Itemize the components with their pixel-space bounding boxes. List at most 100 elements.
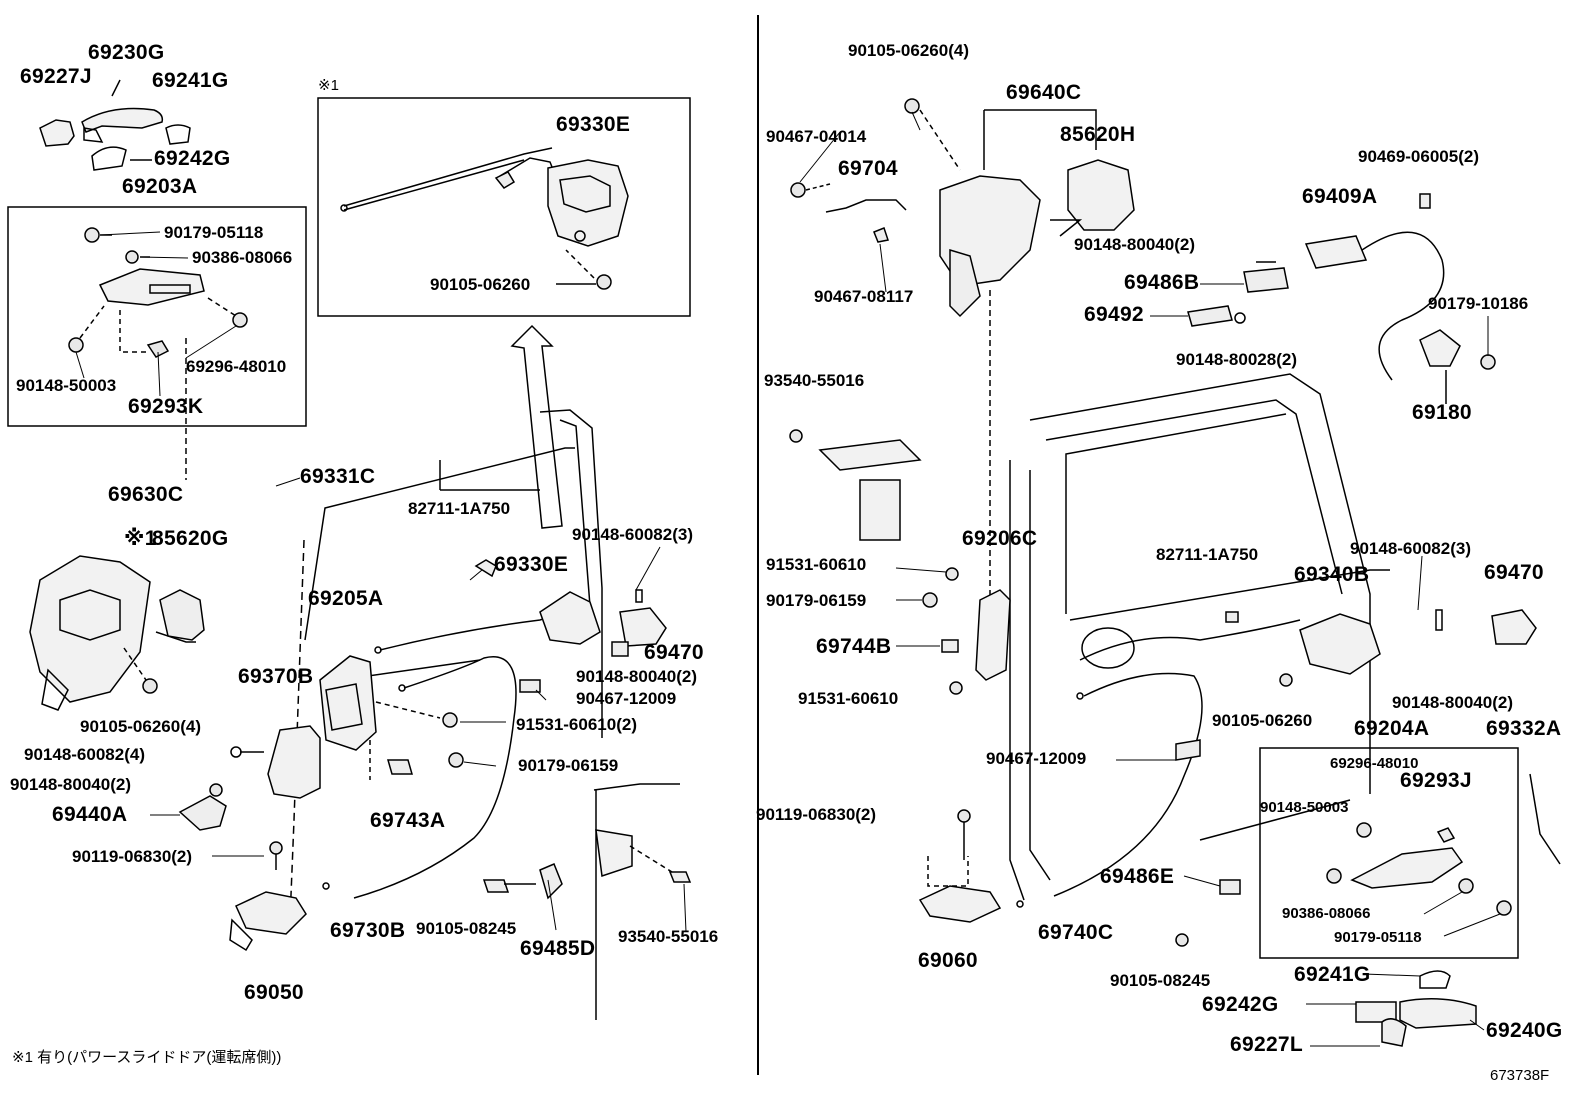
inset-box xyxy=(317,97,691,317)
label-69485d: 69485D xyxy=(520,937,596,960)
label-69332a: 69332A xyxy=(1486,717,1562,740)
label-90148-50003-right: 90148-50003 xyxy=(1260,799,1349,816)
label-69486e: 69486E xyxy=(1100,865,1175,888)
label-93540-55016-right: 93540-55016 xyxy=(764,371,865,390)
label-90119-06830-2-left: 90119-06830(2) xyxy=(72,847,193,866)
label-90148-80040-2-right: 90148-80040(2) xyxy=(1074,235,1195,254)
label-69370b: 69370B xyxy=(238,665,314,688)
label-69180: 69180 xyxy=(1412,401,1472,424)
label-69640c: 69640C xyxy=(1006,81,1082,104)
label-69492: 69492 xyxy=(1084,303,1144,326)
label-69050: 69050 xyxy=(244,981,304,1004)
label-91531-60610b-right: 91531-60610 xyxy=(798,689,899,708)
lock-69340b-right xyxy=(1016,609,1537,908)
label-90148-60082-3-left: 90148-60082(3) xyxy=(572,525,693,544)
label-69470-left: 69470 xyxy=(644,641,704,664)
outside-handle-parts-left xyxy=(39,79,191,171)
box-69203a xyxy=(7,206,307,427)
label-90386-08066-right: 90386-08066 xyxy=(1282,905,1371,922)
label-69203a: 69203A xyxy=(122,175,198,198)
label-69296-48010-right: 69296-48010 xyxy=(1330,755,1419,772)
inset-marker: ※1 xyxy=(318,77,339,94)
label-90148-50003: 90148-50003 xyxy=(16,376,117,395)
label-69743a: 69743A xyxy=(370,809,446,832)
label-69470-right: 69470 xyxy=(1484,561,1544,584)
label-69440a: 69440A xyxy=(52,803,128,826)
label-69296-48010: 69296-48010 xyxy=(186,357,287,376)
label-69293j: 69293J xyxy=(1400,769,1472,792)
label-93540-55016-left: 93540-55016 xyxy=(618,927,719,946)
label-69242g: 69242G xyxy=(154,147,231,170)
label-82711-1a750-left: 82711-1A750 xyxy=(408,499,511,518)
label-69630c: 69630C xyxy=(108,483,184,506)
label-69230g: 69230G xyxy=(88,41,165,64)
label-91531-60610-2: 91531-60610(2) xyxy=(516,715,637,734)
label-90179-06159-left: 90179-06159 xyxy=(518,756,619,775)
lower-latch-left xyxy=(229,841,692,952)
label-69227j: 69227J xyxy=(20,65,92,88)
leader-lines xyxy=(75,111,1501,1047)
label-90179-06159-right: 90179-06159 xyxy=(766,591,867,610)
arrow-up xyxy=(510,324,563,529)
label-69340b: 69340B xyxy=(1294,563,1370,586)
label-82711-1a750-right: 82711-1A750 xyxy=(1156,545,1259,564)
label-85620g: 85620G xyxy=(152,527,229,550)
label-85620h: 85620H xyxy=(1060,123,1136,146)
note-marker-left: ※1 xyxy=(124,527,157,550)
label-90179-05118: 90179-05118 xyxy=(164,223,264,242)
label-90148-80040-2-left: 90148-80040(2) xyxy=(10,775,131,794)
label-90105-06260-4-right: 90105-06260(4) xyxy=(848,41,969,60)
label-69409a: 69409A xyxy=(1302,185,1378,208)
footnote: ※1 有り(パワースライドドア(運転席側)) xyxy=(12,1049,282,1066)
label-90469-06005-2: 90469-06005(2) xyxy=(1358,147,1479,166)
latch-assembly-left xyxy=(29,555,205,711)
label-69486b: 69486B xyxy=(1124,271,1200,294)
label-69204a: 69204A xyxy=(1354,717,1430,740)
inside-handle-left xyxy=(68,227,248,480)
label-69241g-right: 69241G xyxy=(1294,963,1371,986)
lock-69330e-left xyxy=(474,559,667,693)
actuator-69409a xyxy=(1187,193,1496,404)
label-91531-60610-right: 91531-60610 xyxy=(766,555,867,574)
label-90105-06260-inset: 90105-06260 xyxy=(430,275,531,294)
label-90148-80040-2b-left: 90148-80040(2) xyxy=(576,667,697,686)
label-69330e-left: 69330E xyxy=(494,553,569,576)
label-69704: 69704 xyxy=(838,157,898,180)
label-90467-08117: 90467-08117 xyxy=(814,287,914,306)
rod-69704 xyxy=(790,182,907,243)
label-90467-12009-right: 90467-12009 xyxy=(986,749,1087,768)
label-69060: 69060 xyxy=(918,949,978,972)
label-90148-80028-2: 90148-80028(2) xyxy=(1176,350,1297,369)
door-frame-right xyxy=(789,373,1390,901)
label-69241g: 69241G xyxy=(152,69,229,92)
label-90148-60082-4: 90148-60082(4) xyxy=(24,745,145,764)
label-90105-08245-right: 90105-08245 xyxy=(1110,971,1211,990)
label-90179-10186: 90179-10186 xyxy=(1428,294,1529,313)
label-90105-06260-right: 90105-06260 xyxy=(1212,711,1313,730)
label-90148-60082-3-right: 90148-60082(3) xyxy=(1350,539,1471,558)
label-69730b: 69730B xyxy=(330,919,406,942)
label-69242g-right: 69242G xyxy=(1202,993,1279,1016)
label-90148-80040-2b-right: 90148-80040(2) xyxy=(1392,693,1513,712)
label-69293k: 69293K xyxy=(128,395,204,418)
label-69330e-inset: 69330E xyxy=(556,113,631,136)
frame-69205a xyxy=(319,655,464,780)
lock-assembly-right xyxy=(904,98,1135,640)
bracket-69370b xyxy=(178,725,321,831)
box-69204a xyxy=(1259,747,1519,959)
label-69227l: 69227L xyxy=(1230,1033,1304,1056)
label-69240g: 69240G xyxy=(1486,1019,1563,1042)
label-90179-05118-right: 90179-05118 xyxy=(1334,929,1422,946)
label-90467-04014: 90467-04014 xyxy=(766,127,867,146)
label-90105-06260-4-left: 90105-06260(4) xyxy=(80,717,201,736)
label-69205a: 69205A xyxy=(308,587,384,610)
bracket-69206c xyxy=(922,567,1011,695)
figure-id: 673738F xyxy=(1490,1067,1550,1084)
label-90105-08245-left: 90105-08245 xyxy=(416,919,517,938)
inside-handle-right xyxy=(1326,773,1561,1047)
inset-lock-actuator xyxy=(340,147,629,290)
label-69740c: 69740C xyxy=(1038,921,1114,944)
lower-latch-right xyxy=(918,809,1241,947)
label-90467-12009-left: 90467-12009 xyxy=(576,689,677,708)
